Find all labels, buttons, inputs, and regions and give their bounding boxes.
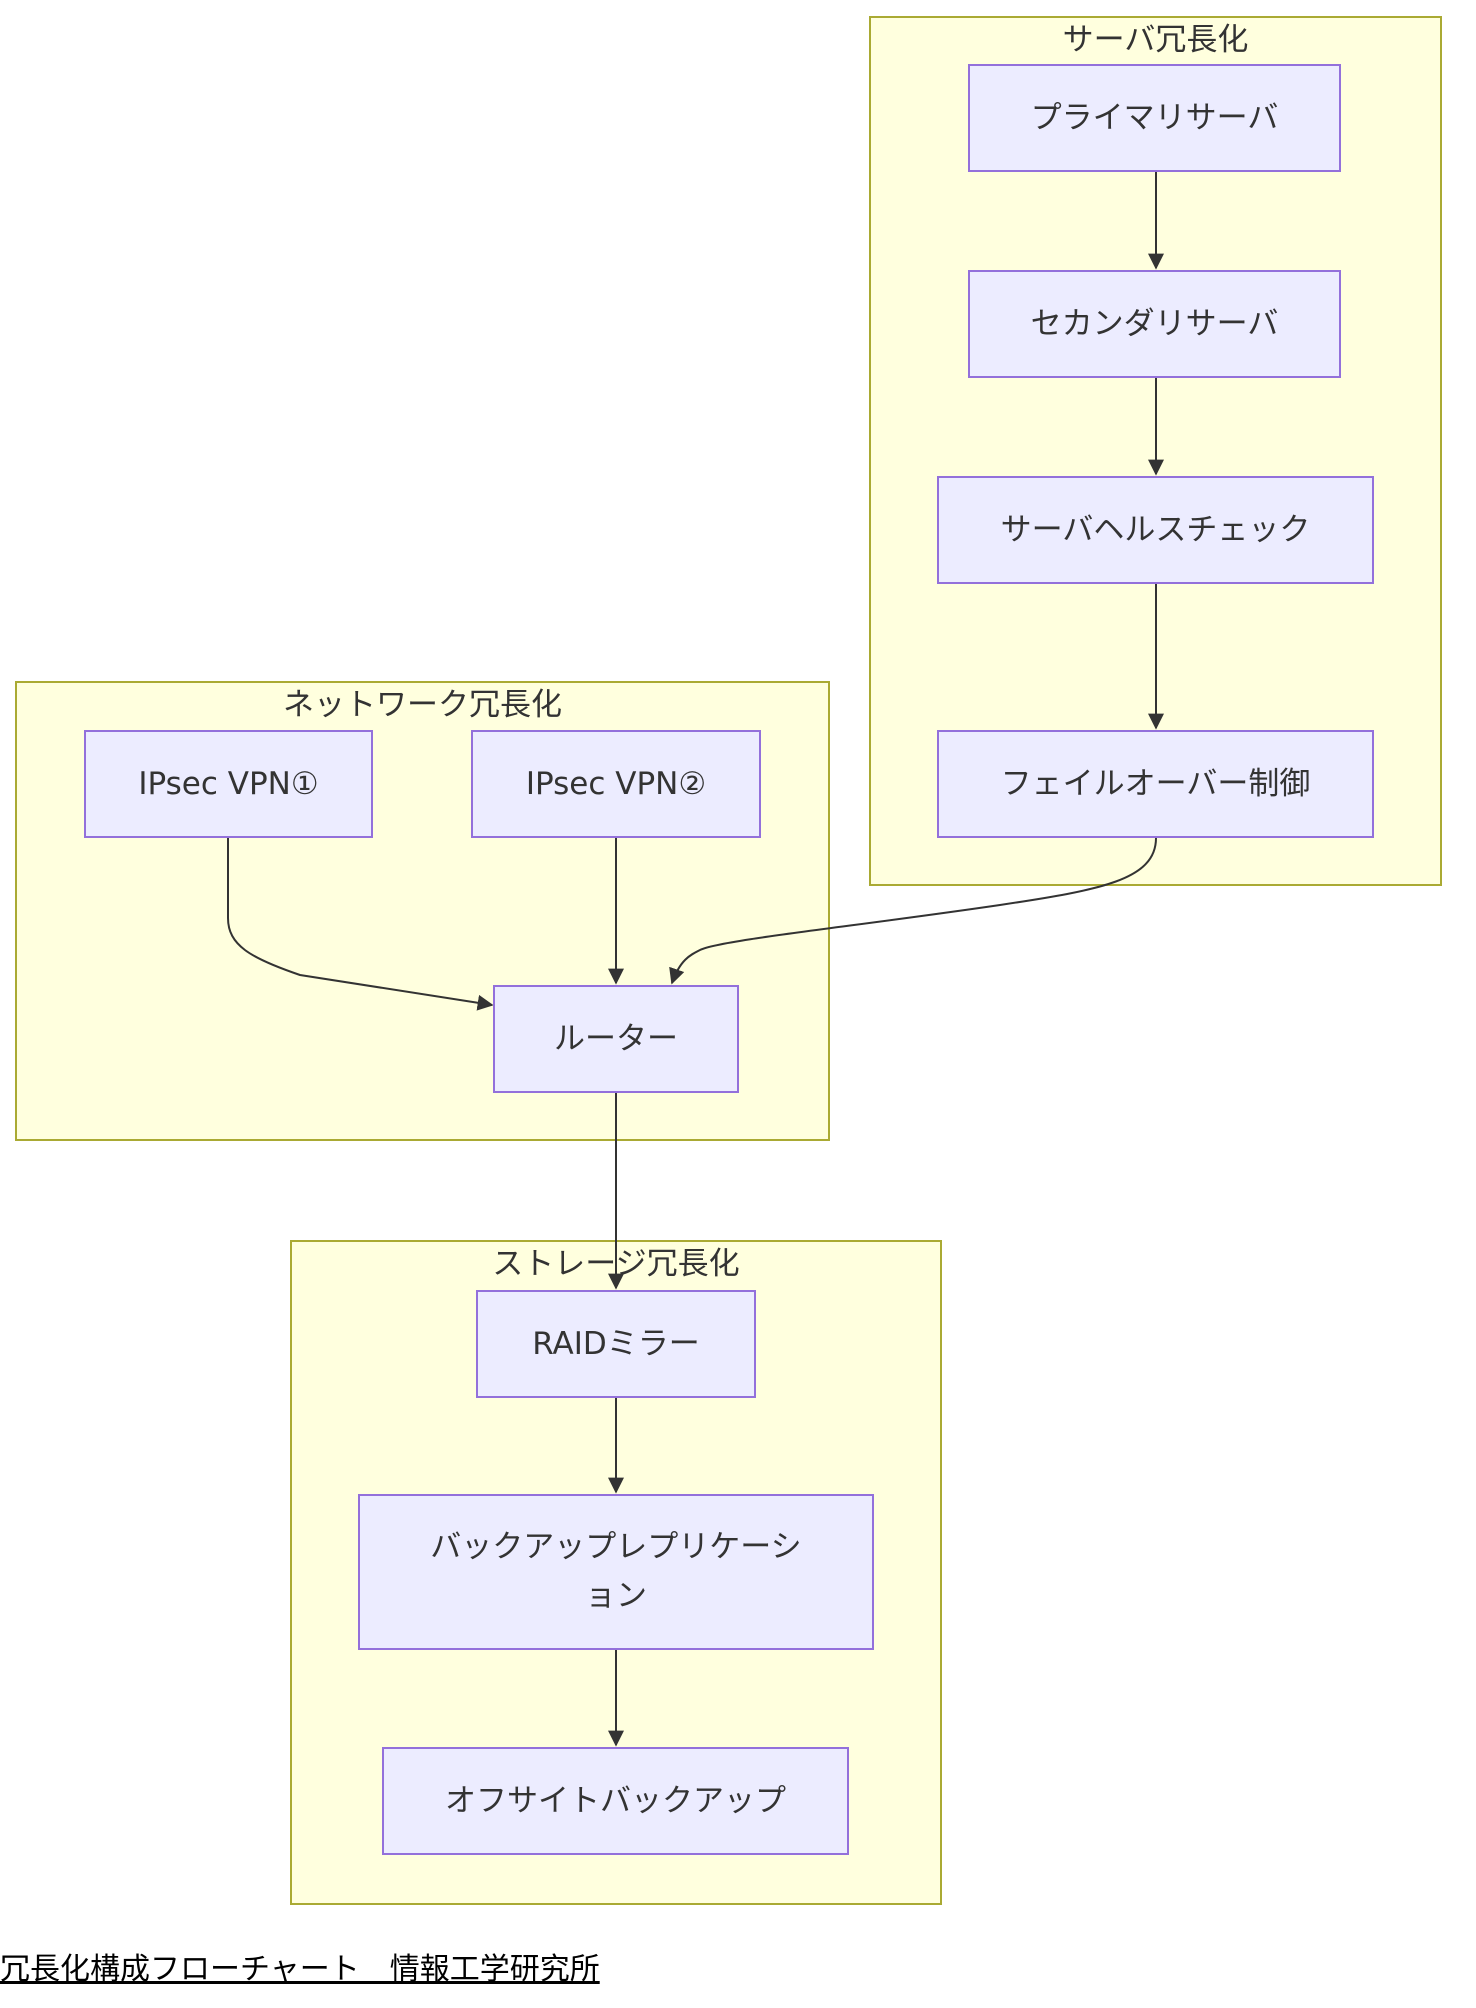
- node-label-offsite-backup: オフサイトバックアップ: [445, 1782, 786, 1819]
- node-failover-control: フェイルオーバー制御: [937, 730, 1374, 838]
- node-label-server-health-check: サーバヘルスチェック: [1000, 511, 1311, 548]
- footer-caption: 冗長化構成フローチャート 情報工学研究所: [0, 1952, 600, 1987]
- node-label-router: ルーター: [554, 1020, 678, 1057]
- edge-vpn1-to-router: [227, 838, 494, 1011]
- node-label-secondary-server: セカンダリサーバ: [1030, 305, 1279, 342]
- node-server-health-check: サーバヘルスチェック: [937, 476, 1374, 584]
- node-ipsec-vpn-1: IPsec VPN①: [84, 730, 373, 838]
- node-raid-mirror: RAIDミラー: [476, 1290, 756, 1398]
- node-secondary-server: セカンダリサーバ: [968, 270, 1341, 378]
- node-label-failover-control: フェイルオーバー制御: [1000, 765, 1311, 802]
- node-offsite-backup: オフサイトバックアップ: [382, 1747, 849, 1855]
- node-ipsec-vpn-2: IPsec VPN②: [471, 730, 761, 838]
- node-label-primary-server: プライマリサーバ: [1030, 99, 1279, 136]
- node-primary-server: プライマリサーバ: [968, 64, 1341, 172]
- node-label-ipsec-vpn-2: IPsec VPN②: [525, 765, 707, 802]
- edge-failover-to-router: [669, 837, 1157, 985]
- node-label-raid-mirror: RAIDミラー: [532, 1325, 700, 1362]
- node-label-backup-replication-line1: バックアップレプリケーシ: [430, 1529, 802, 1565]
- node-label-ipsec-vpn-1: IPsec VPN①: [138, 765, 319, 802]
- cluster-title-network: ネットワーク冗長化: [283, 687, 562, 723]
- node-backup-replication: バックアップレプリケーシ ョン: [358, 1494, 874, 1650]
- node-router: ルーター: [493, 985, 739, 1093]
- node-label-backup-replication-line2: ョン: [585, 1578, 647, 1614]
- cluster-title-server: サーバ冗長化: [1062, 22, 1249, 58]
